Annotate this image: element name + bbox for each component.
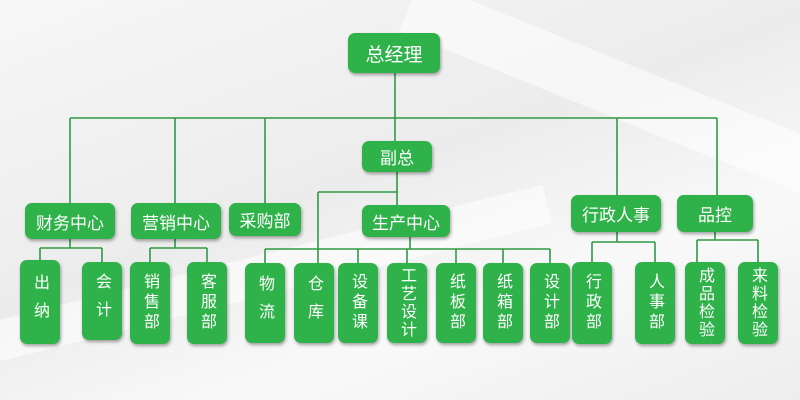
node-administration-dept: 行政部	[572, 262, 612, 344]
node-label: 采购部	[239, 212, 291, 232]
node-incoming-material-inspection: 来料检验	[738, 262, 778, 344]
node-label: 生产中心	[372, 213, 440, 234]
node-customer-service-dept: 客服部	[187, 262, 227, 344]
node-label: 品控	[698, 206, 732, 226]
node-quality-control: 品控	[677, 195, 753, 232]
node-label: 工艺设计	[398, 267, 417, 339]
node-finished-product-inspection: 成品检验	[685, 262, 725, 344]
node-label: 纸板部	[447, 273, 466, 333]
node-design-dept: 设计部	[530, 263, 570, 343]
node-marketing-center: 营销中心	[131, 203, 221, 239]
node-label: 营销中心	[142, 213, 210, 234]
node-label: 总经理	[365, 43, 423, 66]
node-production-center: 生产中心	[362, 205, 450, 237]
node-label: 仓库	[305, 275, 324, 331]
node-accounting: 会计	[82, 262, 122, 340]
node-process-design: 工艺设计	[387, 263, 427, 343]
node-label: 设备课	[349, 273, 368, 333]
node-label: 销售部	[141, 273, 160, 333]
node-cashier: 出纳	[20, 260, 60, 344]
node-label: 行政人事	[582, 206, 650, 226]
node-label: 财务中心	[36, 213, 104, 234]
node-label: 设计部	[541, 273, 560, 333]
node-warehouse: 仓库	[294, 263, 334, 343]
node-carton-dept: 纸箱部	[483, 263, 523, 343]
node-cardboard-dept: 纸板部	[436, 263, 476, 343]
node-general-manager: 总经理	[348, 33, 440, 73]
node-label: 人事部	[646, 273, 665, 333]
node-finance-center: 财务中心	[25, 203, 115, 239]
node-label: 出纳	[31, 274, 50, 330]
node-purchasing: 采购部	[229, 203, 301, 236]
node-hr-dept: 人事部	[635, 262, 675, 344]
node-admin-hr: 行政人事	[571, 195, 661, 232]
node-label: 客服部	[198, 273, 217, 333]
node-equipment-section: 设备课	[338, 263, 378, 343]
node-label: 会计	[93, 273, 112, 329]
node-label: 副总	[380, 149, 414, 169]
node-label: 物流	[256, 275, 275, 331]
node-sales-dept: 销售部	[130, 262, 170, 344]
node-label: 成品检验	[696, 267, 715, 339]
node-deputy: 副总	[362, 141, 432, 172]
node-label: 行政部	[583, 273, 602, 333]
node-label: 纸箱部	[494, 273, 513, 333]
node-label: 来料检验	[749, 267, 768, 339]
node-logistics: 物流	[245, 263, 285, 343]
